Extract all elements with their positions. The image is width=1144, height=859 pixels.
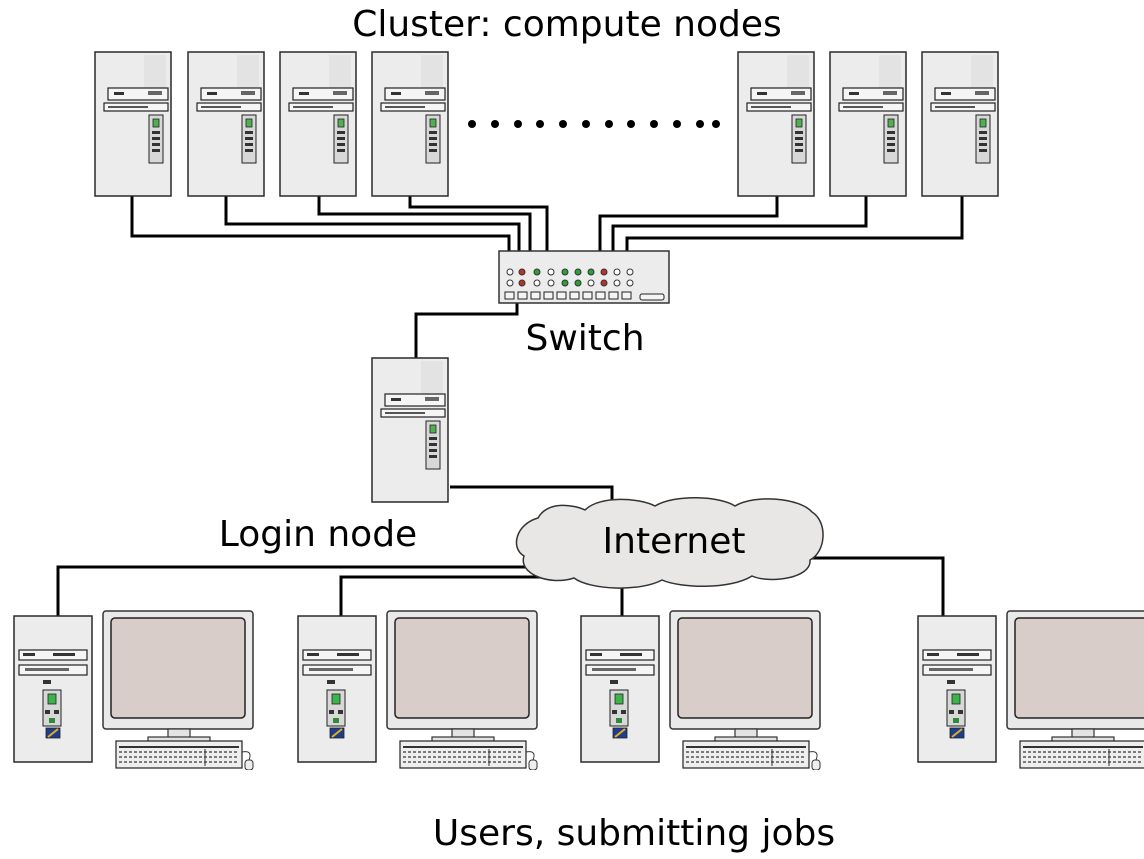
wire-login-internet bbox=[450, 485, 614, 505]
tower-computer-icon bbox=[94, 51, 172, 197]
ellipsis-dots bbox=[468, 120, 720, 128]
user-workstations bbox=[13, 610, 1144, 770]
wire-node-5 bbox=[598, 196, 779, 253]
wire-internet-user-4 bbox=[808, 556, 945, 618]
internet-label: Internet bbox=[603, 521, 746, 562]
tower-computer-icon bbox=[187, 51, 265, 197]
desktop-computer-icon bbox=[297, 610, 538, 770]
users-label: Users, submitting jobs bbox=[433, 813, 835, 854]
wire-node-2 bbox=[224, 196, 521, 253]
desktop-computer-icon bbox=[580, 610, 821, 770]
desktop-computer-icon bbox=[13, 610, 254, 770]
switch-label: Switch bbox=[525, 318, 644, 359]
tower-computer-icon bbox=[371, 51, 449, 197]
tower-computer-icon bbox=[829, 51, 907, 197]
wire-node-6 bbox=[611, 196, 868, 253]
wire-internet-user-2 bbox=[339, 575, 556, 618]
wire-node-1 bbox=[130, 196, 511, 253]
wire-switch-login bbox=[414, 302, 519, 358]
wire-node-3 bbox=[317, 196, 532, 253]
network-switch-icon bbox=[498, 250, 670, 304]
desktop-computer-icon bbox=[917, 610, 1144, 770]
wire-internet-user-1 bbox=[56, 565, 540, 618]
compute-nodes bbox=[94, 51, 999, 197]
wire-node-7 bbox=[625, 196, 964, 253]
tower-computer-icon bbox=[371, 357, 449, 503]
tower-computer-icon bbox=[737, 51, 815, 197]
cloud-icon bbox=[515, 497, 824, 589]
cluster-label: Cluster: compute nodes bbox=[352, 4, 782, 45]
tower-computer-icon bbox=[921, 51, 999, 197]
network-wires bbox=[56, 196, 964, 618]
tower-computer-icon bbox=[279, 51, 357, 197]
wire-node-4 bbox=[408, 196, 549, 253]
login-node-label: Login node bbox=[219, 514, 417, 555]
